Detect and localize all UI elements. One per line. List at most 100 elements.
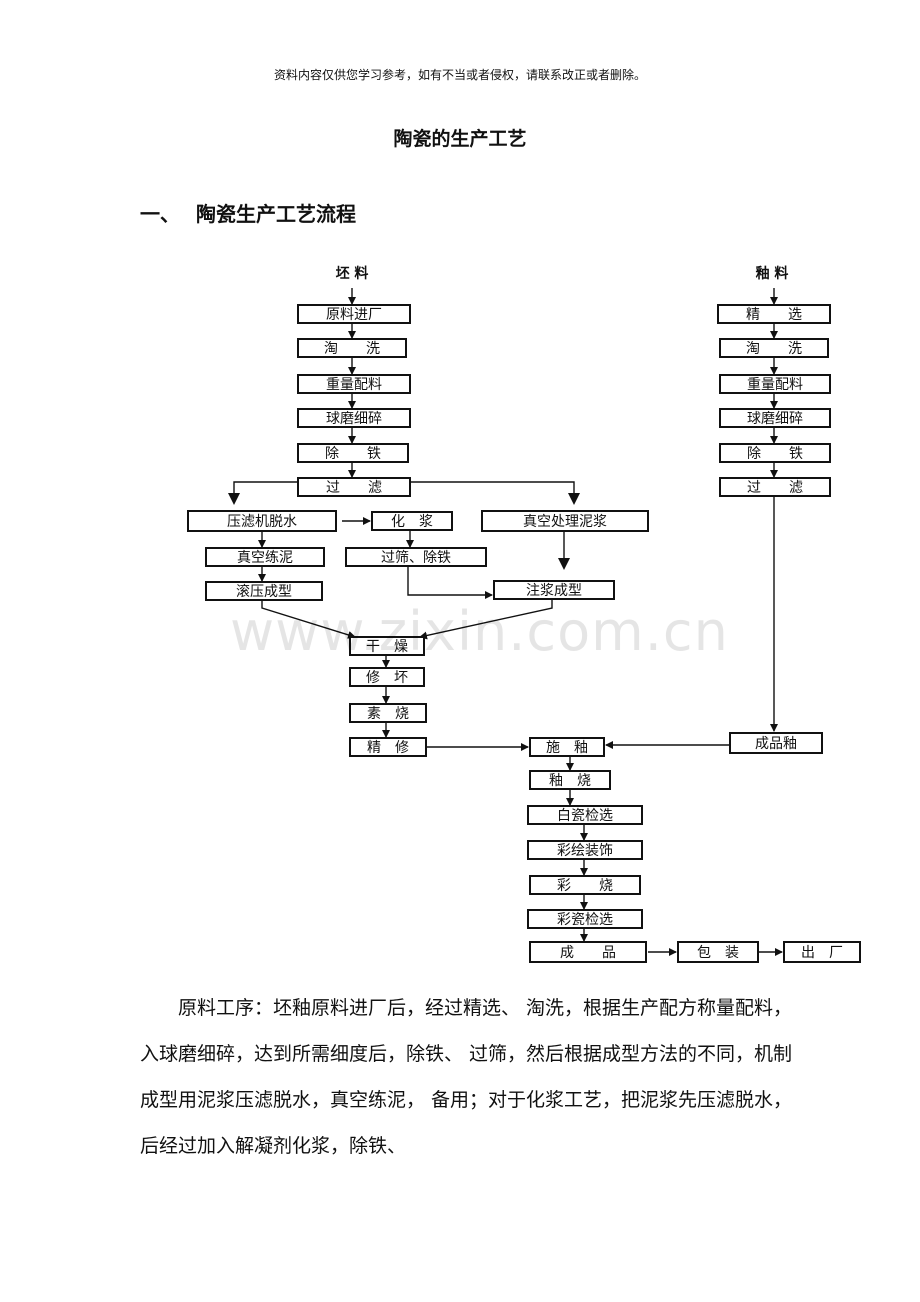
node-box	[529, 941, 647, 963]
node-inspect2: 彩瓷检选	[527, 909, 643, 929]
node-box	[527, 909, 643, 929]
node-vacslurry: 真空处理泥浆	[481, 510, 649, 532]
node-box	[719, 477, 831, 497]
node-press: 压滤机脱水	[187, 510, 337, 532]
node-box	[529, 737, 605, 757]
node-label: 淘 洗	[746, 341, 802, 357]
node-box	[297, 304, 411, 324]
node-label: 淘 洗	[324, 341, 380, 357]
node-label: 过 滤	[747, 480, 803, 496]
section-title: 陶瓷生产工艺流程	[196, 202, 356, 226]
node-bisque: 素 烧	[349, 703, 427, 723]
flow-arrow	[410, 481, 580, 505]
node-sieve: 过筛、除铁	[345, 547, 487, 567]
node-color-fire: 彩 烧	[529, 875, 641, 895]
node-box	[527, 805, 643, 825]
node-label: 球磨细碎	[326, 411, 382, 427]
node-box	[717, 304, 831, 324]
node-label: 重量配料	[747, 377, 803, 393]
node-product: 成 品	[529, 941, 647, 963]
node-label: 釉 烧	[549, 773, 591, 789]
node-label: 干 燥	[366, 639, 408, 655]
node-box	[349, 667, 425, 687]
node-label: 除 铁	[325, 446, 381, 462]
node-box	[349, 703, 427, 723]
node-box	[349, 636, 425, 656]
flow-connectors	[228, 288, 783, 956]
node-glaze-ready: 成品釉	[729, 732, 823, 754]
node-cast: 注浆成型	[493, 580, 615, 600]
node-iron1: 除 铁	[297, 443, 409, 463]
node-box	[481, 510, 649, 532]
watermark: www.zixin.com.cn	[230, 600, 729, 663]
node-box	[729, 732, 823, 754]
node-ship: 出 厂	[783, 941, 861, 963]
node-label: 修 坏	[366, 670, 408, 686]
node-box	[719, 408, 831, 428]
flow-arrow	[419, 600, 553, 640]
node-filter1: 过 滤	[297, 477, 411, 497]
node-label: 彩 烧	[557, 878, 613, 894]
node-box	[297, 408, 411, 428]
node-box	[783, 941, 861, 963]
node-label: 出 厂	[801, 945, 843, 961]
node-label: 真空处理泥浆	[523, 514, 607, 530]
node-box	[187, 510, 337, 532]
node-label: 除 铁	[747, 446, 803, 462]
node-box	[297, 443, 409, 463]
paragraph-text: 原料工序：坯釉原料进厂后，经过精选、 淘洗，根据生产配方称量配料，入球磨细碎，达…	[140, 997, 793, 1157]
node-box	[529, 875, 641, 895]
node-box	[297, 374, 411, 394]
node-label: 彩绘装饰	[557, 843, 613, 859]
node-box	[371, 511, 453, 531]
node-select2: 精 选	[717, 304, 831, 324]
node-box	[349, 737, 427, 757]
node-mill1: 球磨细碎	[297, 408, 411, 428]
node-filter2: 过 滤	[719, 477, 831, 497]
node-label: 施 釉	[546, 740, 588, 756]
node-pack: 包 装	[677, 941, 759, 963]
node-label: 釉 料	[756, 265, 789, 282]
node-label: 重量配料	[326, 377, 382, 393]
node-mill2: 球磨细碎	[719, 408, 831, 428]
node-label: 真空练泥	[237, 550, 293, 566]
node-glaze-fire: 釉 烧	[529, 770, 611, 790]
node-label: 化 浆	[391, 514, 433, 530]
node-trim: 修 坏	[349, 667, 425, 687]
node-box	[719, 374, 831, 394]
node-weigh1: 重量配料	[297, 374, 411, 394]
node-label: 压滤机脱水	[227, 514, 297, 530]
section-heading: 一、陶瓷生产工艺流程	[140, 198, 356, 227]
node-roll: 滚压成型	[205, 581, 323, 601]
node-label: 坯 料	[336, 265, 369, 282]
node-decorate: 彩绘装饰	[527, 840, 643, 860]
node-weigh2: 重量配料	[719, 374, 831, 394]
header-disclaimer: 资料内容仅供您学习参考，如有不当或者侵权，请联系改正或者删除。	[273, 68, 646, 82]
body-paragraph: 原料工序：坯釉原料进厂后，经过精选、 淘洗，根据生产配方称量配料，入球磨细碎，达…	[140, 985, 800, 1169]
node-box	[719, 338, 829, 358]
node-glaze-label: 釉 料	[756, 265, 789, 282]
node-box	[345, 547, 487, 567]
flow-arrow	[228, 481, 298, 505]
node-label: 过 滤	[326, 480, 382, 496]
node-box	[719, 443, 831, 463]
node-raw-in: 原料进厂	[297, 304, 411, 324]
section-number: 一、	[140, 202, 180, 226]
node-label: 精 修	[367, 740, 409, 756]
document-title: 陶瓷的生产工艺	[393, 128, 527, 150]
node-box	[297, 477, 411, 497]
node-inspect1: 白瓷检选	[527, 805, 643, 825]
node-wash1: 淘 洗	[297, 338, 407, 358]
node-label: 包 装	[697, 945, 739, 961]
node-label: 彩瓷检选	[557, 912, 613, 928]
node-box	[297, 338, 407, 358]
node-box	[205, 547, 325, 567]
node-label: 成品釉	[755, 736, 797, 752]
node-box	[677, 941, 759, 963]
node-box	[529, 770, 611, 790]
node-box	[527, 840, 643, 860]
node-label: 白瓷检选	[557, 808, 613, 824]
flow-arrow	[261, 600, 356, 639]
